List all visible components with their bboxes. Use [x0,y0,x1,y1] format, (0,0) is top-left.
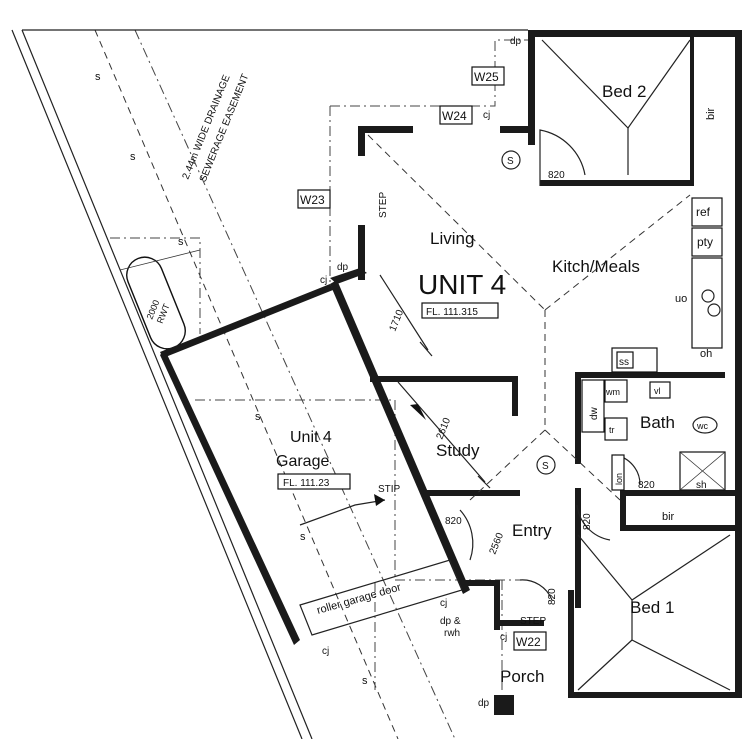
bir-label: bir [662,511,675,523]
room-labels: Bed 2 Living Kitch/Meals Study Bath Entr… [276,82,675,686]
cj-label: cj [322,646,329,657]
annotations: dp dp dp cj cj cj cj cj STEP STEP STIP d… [320,36,546,709]
wm-label: wm [605,387,620,397]
window-w25-label: W25 [474,70,499,84]
built-in-robes: bir bir [662,107,717,523]
dimension-2610: 2610 [435,416,454,441]
garage-level-label: FL. 111.23 [283,478,330,489]
sewer-label: s [178,236,184,248]
dimension-820: 820 [445,516,462,527]
cj-label: cj [440,598,447,609]
site-boundary-lines [11,29,528,739]
step-label: STEP [520,616,546,627]
vl-label: vl [654,386,661,396]
dp-rwh-label: rwh [444,628,460,639]
cj-label: cj [483,110,490,121]
kitchen-fixtures: ref pty uo oh ss dw [581,197,723,433]
window-w23-label: W23 [300,193,325,207]
cj-label: cj [500,632,507,643]
dp-label: dp [478,698,490,709]
sewer-label: s [362,675,368,687]
stip-label: STIP [378,484,401,495]
roof-outline [110,39,528,690]
garage-line2-label: Garage [276,453,329,470]
dp-label: dp [337,262,349,273]
unit-title: UNIT 4 FL. 111.315 [418,269,506,319]
dimension-1710: 1710 [388,308,407,333]
lon-label: lon [614,473,624,485]
roof-hip-lines [367,39,731,691]
room-living-label: Living [430,229,474,248]
uo-label: uo [675,293,687,305]
window-w22-label: W22 [516,635,541,649]
smoke-detectors: S S [501,150,556,475]
walls [160,30,742,715]
room-bed1-label: Bed 1 [630,598,674,617]
sewer-label: s [130,151,136,163]
sewer-markers: s s s s s s [95,71,368,687]
door-swings [459,129,641,601]
dp-label: dp [510,36,522,47]
smoke-detector-label: S [542,461,549,472]
sh-label: sh [696,480,707,491]
sewer-label: s [255,411,261,423]
window-w24-label: W24 [442,109,467,123]
easement-label: 2.44m WIDE DRAINAGE SEWERAGE EASEMENT [181,73,252,184]
garage-line1-label: Unit 4 [290,429,332,446]
window-labels: W25 W24 W23 W22 [297,66,547,651]
tr-label: tr [609,425,615,435]
room-bath-label: Bath [640,413,675,432]
room-bed2-label: Bed 2 [602,82,646,101]
room-porch-label: Porch [500,667,544,686]
sink-label: ss [619,357,629,368]
dw-label: dw [589,406,600,420]
pty-label: pty [697,235,713,249]
dimension-2560: 2560 [488,531,507,556]
unit-floor-level: FL. 111.315 [426,307,478,318]
dimension-820: 820 [638,480,655,491]
dp-rwh-label: dp & [440,616,461,627]
sewer-label: s [95,71,101,83]
dimension-820: 820 [547,588,558,605]
bath-fixtures: wm tr vl wc sh lon [604,379,726,491]
cj-label: cj [320,275,327,286]
step-label: STEP [378,192,389,218]
wc-label: wc [696,421,708,431]
dimension-820: 820 [582,513,593,530]
unit-title-label: UNIT 4 [418,269,506,300]
stip-arrow [299,404,426,526]
dimension-820: 820 [548,170,565,181]
ref-label: ref [696,205,711,219]
bir-label: bir [705,107,717,120]
sewer-label: s [300,531,306,543]
smoke-detector-label: S [507,156,514,167]
room-entry-label: Entry [512,521,552,540]
room-kitchen-label: Kitch/Meals [552,257,640,276]
oh-label: oh [700,348,712,360]
rainwater-tank: 2000 RWT [119,249,201,350]
roller-garage-door: roller garage door [299,559,463,636]
